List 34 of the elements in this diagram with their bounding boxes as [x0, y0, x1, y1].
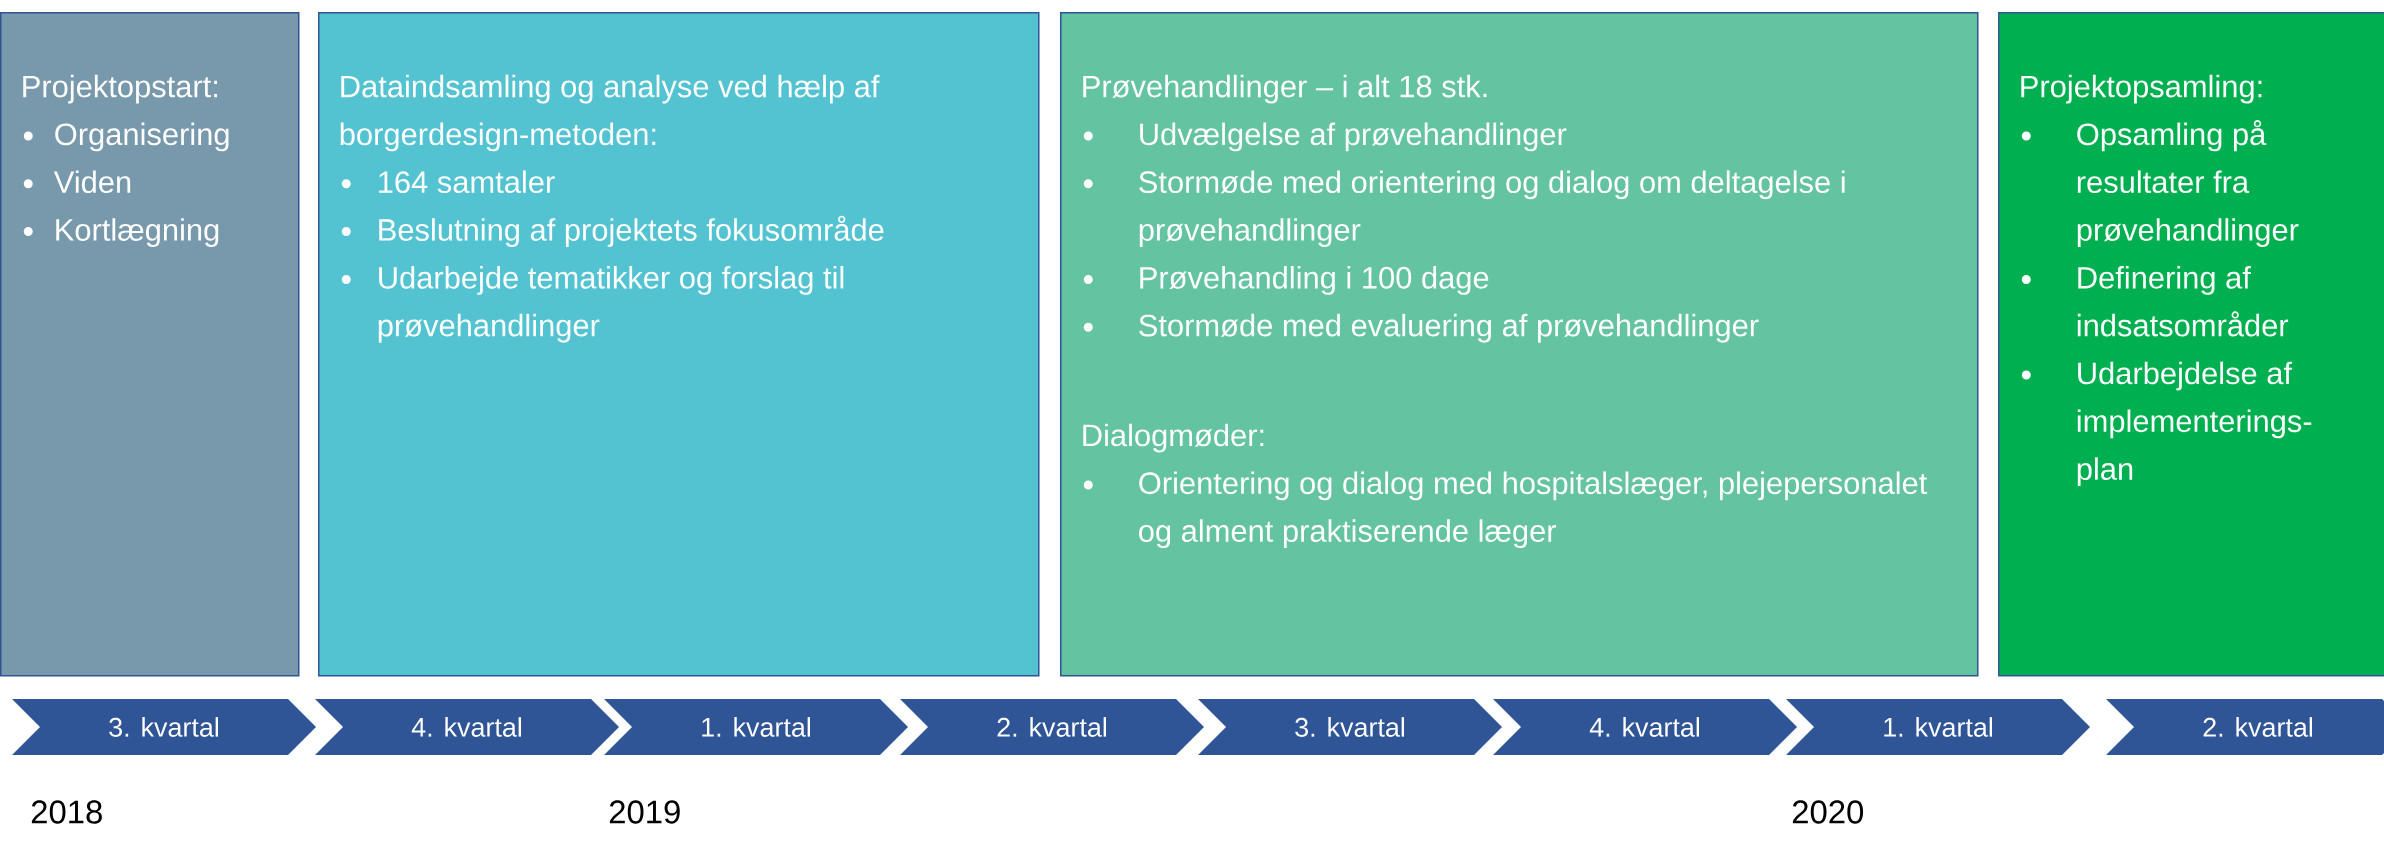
phase-box: [0, 12, 300, 677]
phase-box: [1060, 12, 1979, 677]
phase-box: [1998, 12, 2384, 677]
timeline-segment: 4. kvartal: [1493, 699, 1797, 755]
year-label: 2018: [31, 800, 102, 824]
bullet-item: Stormøde med evaluering af prøvehandlinger: [1083, 313, 1759, 343]
bullet-item: Beslutning af projektets fokusområde: [341, 215, 884, 247]
bullet-item: Viden: [23, 170, 131, 194]
heading: Prøvehandlinger – i alt 18 stk.: [1083, 74, 1487, 104]
bullet-item: 164 samtaler: [341, 170, 555, 194]
bullet-item: Udvælgelse af prøvehandlinger: [1083, 122, 1567, 152]
year-label: 2020: [1792, 800, 1864, 824]
bullet-item: Orientering og dialog med hospitalslæger, plejepersonalet og alment praktiserende læger: [1083, 471, 1928, 549]
timeline-segment: 2. kvartal: [900, 699, 1204, 755]
bullet-item: Definering af indsatsområder: [2021, 266, 2289, 337]
heading: Projektopsamling:: [2021, 74, 2262, 104]
timeline-segment: 3. kvartal: [1198, 699, 1502, 755]
bullet-item: Organisering: [23, 122, 229, 152]
timeline-segment: 4. kvartal: [315, 699, 619, 755]
phase-box: [318, 12, 1040, 677]
year-label: 2019: [609, 800, 680, 824]
bullet-item: Kortlægning: [23, 218, 219, 247]
timeline-segment: 1. kvartal: [604, 699, 908, 755]
bullet-item: Opsamling på resultater fra prøvehandlinger: [2021, 120, 2299, 247]
heading: Dialogmøder:: [1083, 423, 1264, 453]
heading: Projektopstart:: [23, 74, 218, 104]
bullet-item: Prøvehandling i 100 dage: [1083, 266, 1489, 295]
bullet-item: Stormøde med orientering og dialog om deltagelse i prøvehandlinger: [1083, 170, 1845, 247]
timeline-segment: 3. kvartal: [12, 699, 316, 755]
heading: Dataindsamling og analyse ved hælp af borgerdesign-metoden:: [340, 74, 880, 152]
timeline-segment: 1. kvartal: [1786, 699, 2091, 755]
bullet-item: Udarbejde tematikker og forslag til prøvehandlinger: [341, 266, 844, 343]
bullet-item: Udarbejdelse af implementerings- plan: [2021, 361, 2312, 487]
timeline-segment: 2. kvartal: [2106, 699, 2384, 755]
